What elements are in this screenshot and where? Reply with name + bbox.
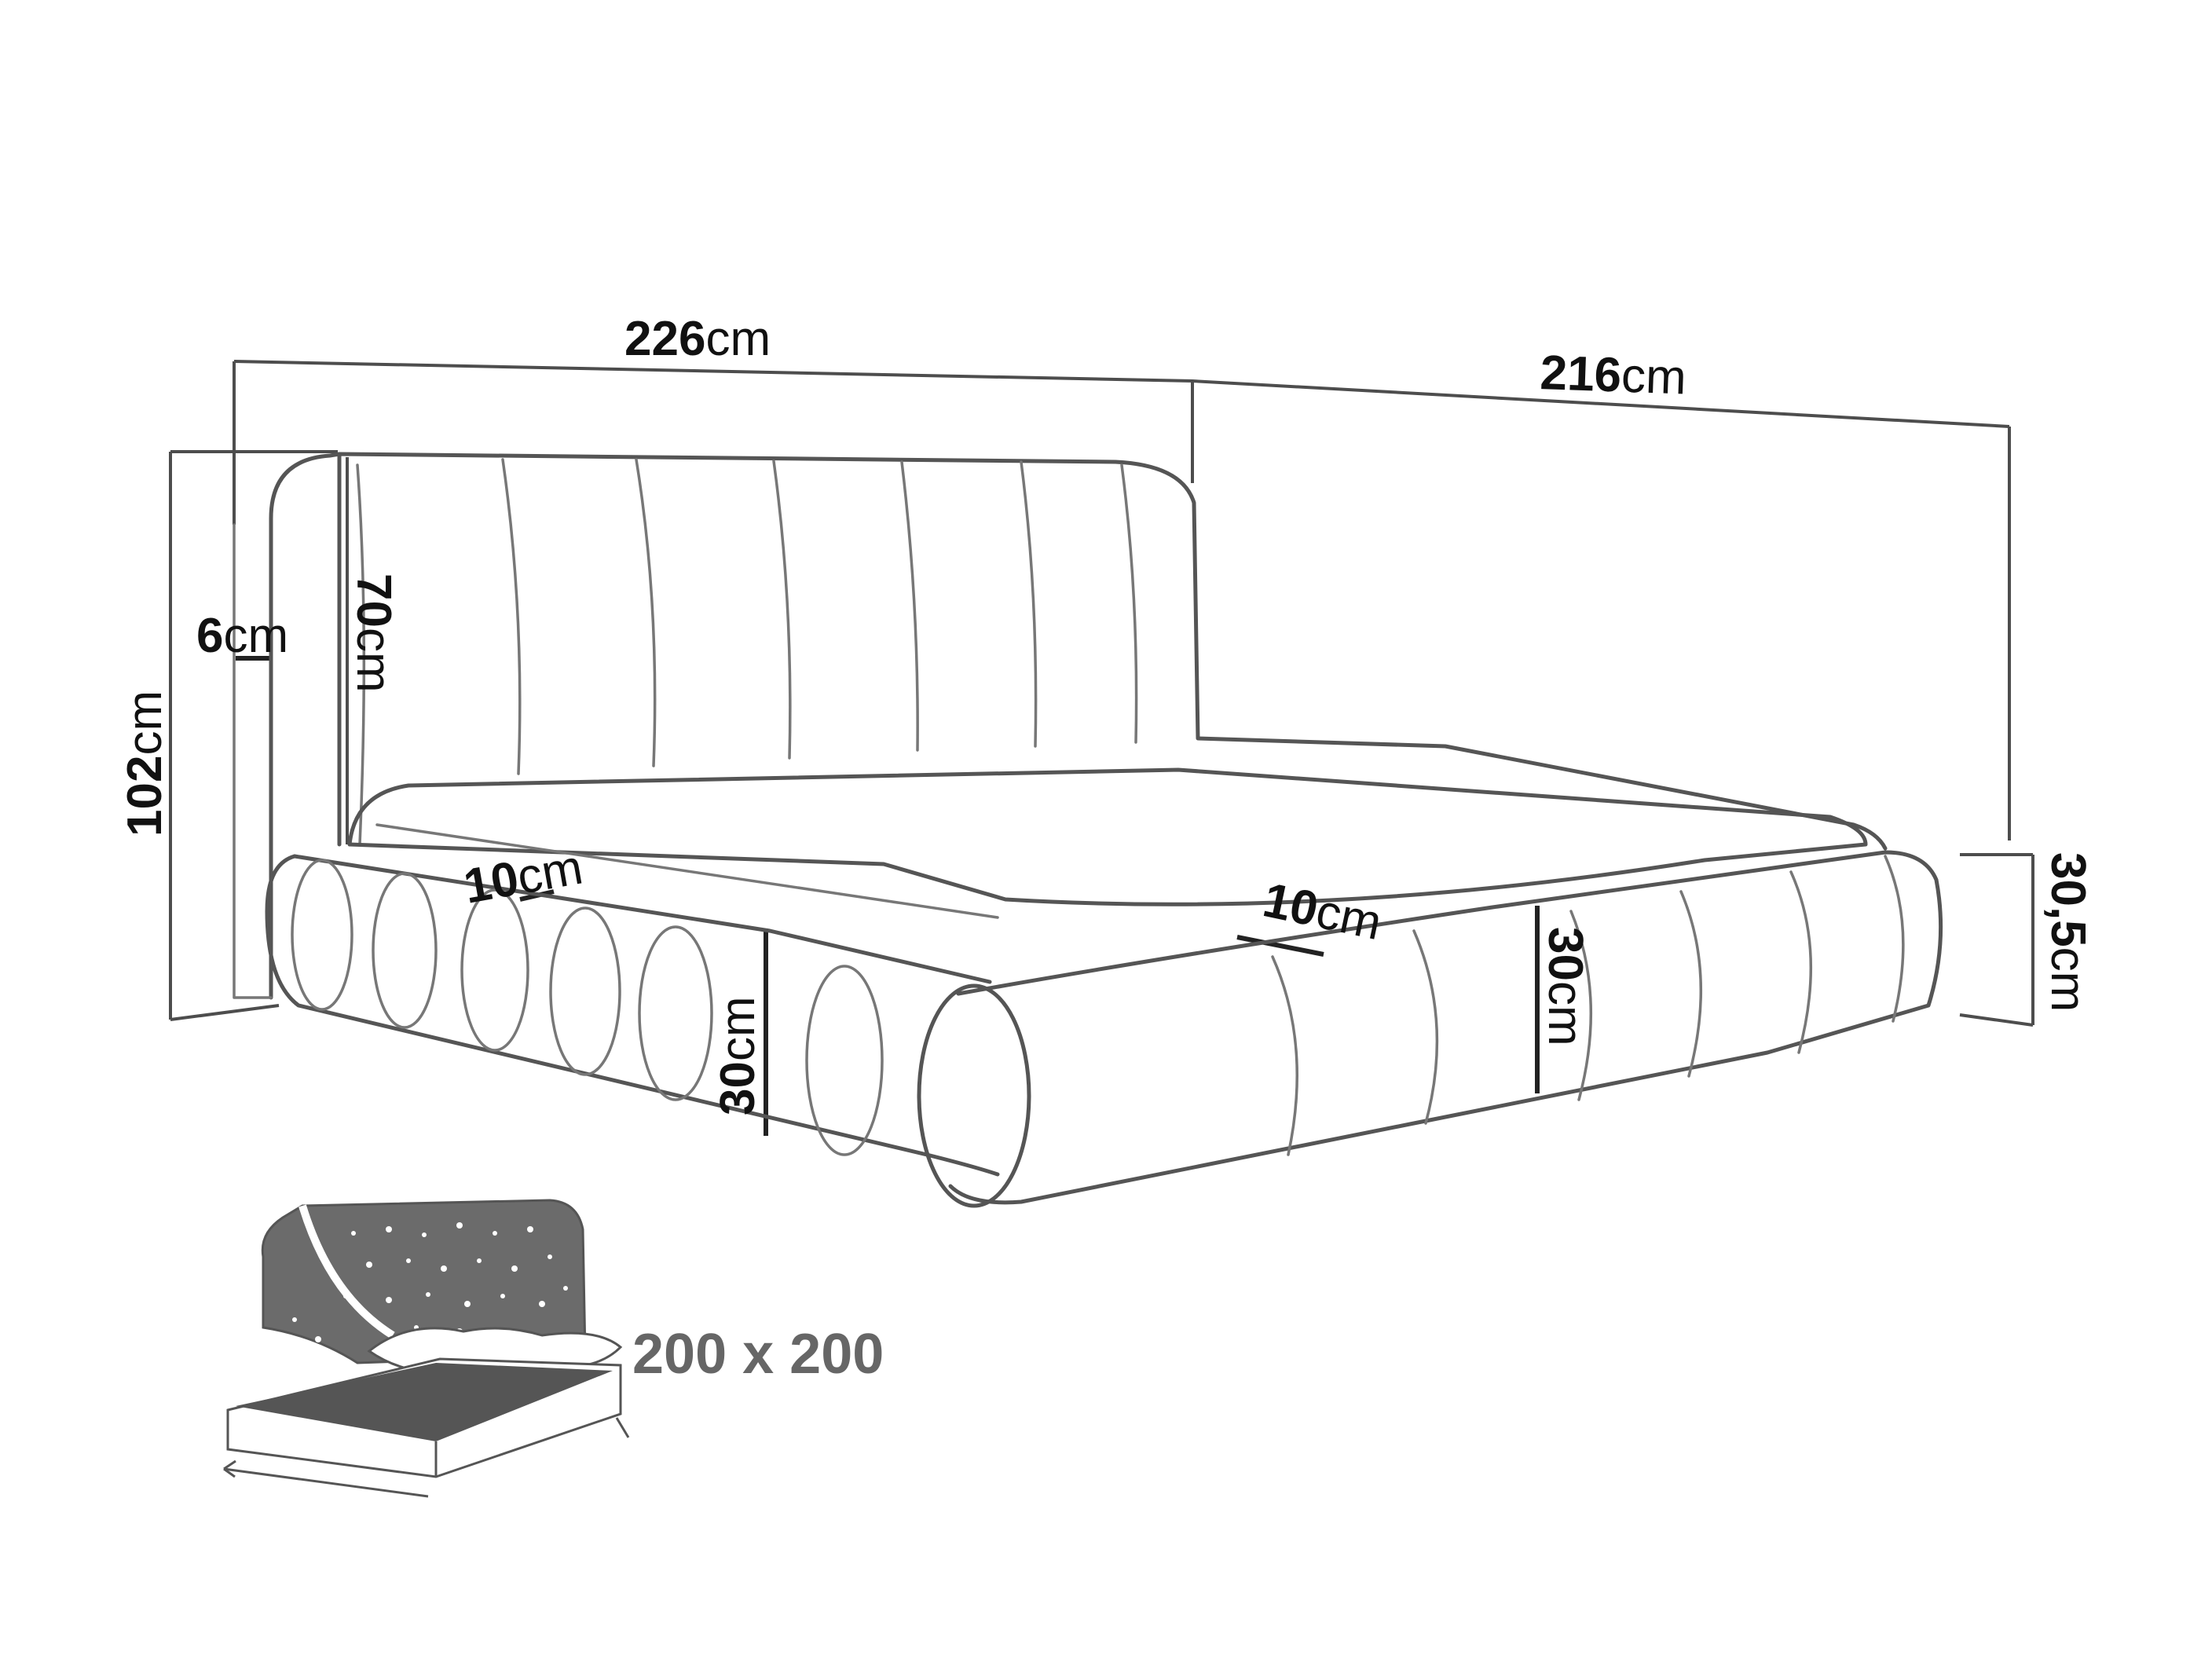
right-frame-height-label: 30,5cm bbox=[2041, 852, 2095, 1012]
dimension-labels: 226cm 216cm 6cm 102cm 70cm 10cm 10cm 30c… bbox=[118, 312, 2095, 1115]
length-dimension-line bbox=[233, 360, 2010, 428]
headboard-height-label: 70cm bbox=[346, 573, 401, 693]
mattress-size-label: 200 x 200 bbox=[632, 1323, 884, 1386]
front-roll-segments bbox=[1271, 855, 1905, 1156]
mattress bbox=[347, 767, 1868, 906]
left-frame-height-label: 30cm bbox=[711, 996, 765, 1115]
left-side-roll bbox=[265, 854, 1000, 1177]
bed-starry-headboard-icon bbox=[223, 1199, 630, 1498]
front-frame-height-label: 30cm bbox=[1538, 927, 1592, 1046]
length-label: 226cm bbox=[624, 312, 771, 366]
front-roll-label: 10cm bbox=[1258, 873, 1386, 950]
headboard bbox=[269, 452, 1888, 1000]
left-roll-label: 10cm bbox=[460, 840, 586, 914]
front-roll-dimension-line bbox=[1236, 935, 1324, 957]
left-roll-segments bbox=[291, 859, 884, 1156]
bed-outline bbox=[233, 452, 1943, 1208]
dimension-lines bbox=[169, 360, 2034, 1136]
headboard-thickness-label: 6cm bbox=[196, 609, 288, 663]
total-height-label: 102cm bbox=[118, 690, 172, 837]
headboard-channels bbox=[356, 458, 1138, 846]
width-label: 216cm bbox=[1540, 346, 1687, 405]
front-roll bbox=[948, 850, 1943, 1205]
front-roll-end bbox=[917, 983, 1031, 1208]
